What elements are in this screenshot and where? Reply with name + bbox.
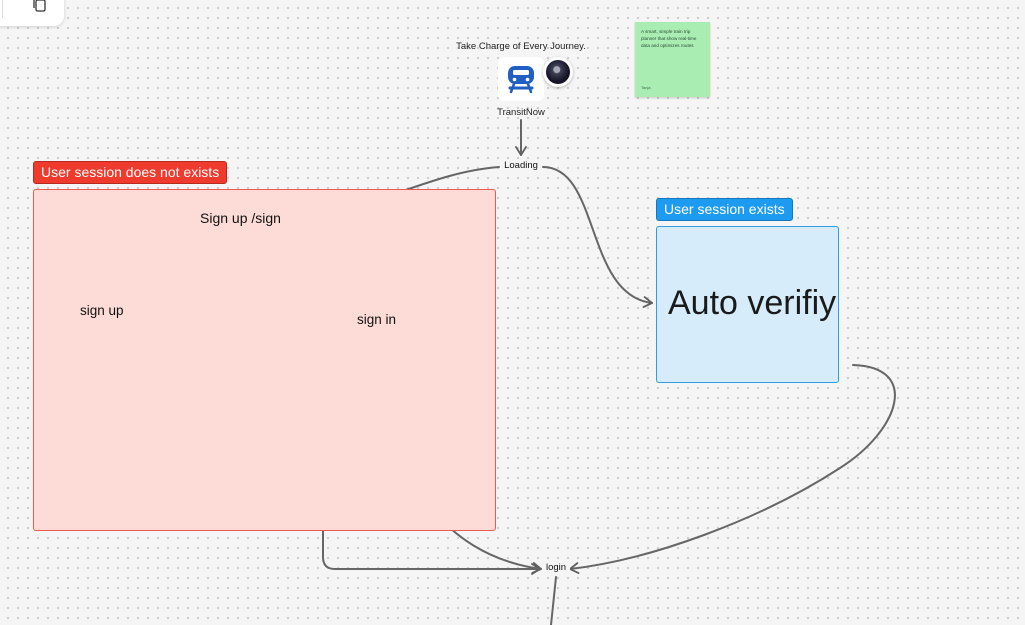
loading-node[interactable]: Loading xyxy=(500,160,542,171)
avatar-photo xyxy=(546,60,570,84)
sticky-note-author: Tanja xyxy=(641,85,651,90)
sign-in-node[interactable]: sign in xyxy=(357,312,397,327)
train-icon[interactable] xyxy=(498,57,544,101)
signup-or-signin-node[interactable]: Sign up /sign xyxy=(200,210,281,226)
sign-up-node[interactable]: sign up xyxy=(80,303,124,318)
connector-auto-verify-to-login[interactable] xyxy=(569,364,896,574)
connector-loading-to-auto-verify[interactable] xyxy=(542,166,653,308)
login-node[interactable]: login xyxy=(542,562,570,573)
canvas-toolbar xyxy=(0,0,64,26)
section-session-exists[interactable] xyxy=(656,226,839,383)
sticky-note[interactable]: A smart, simple train trip planner that … xyxy=(635,22,710,97)
connector-login-down[interactable] xyxy=(550,576,557,625)
app-name: TransitNow xyxy=(497,107,545,118)
app-tagline: Take Charge of Every Journey. xyxy=(456,41,586,52)
copy-icon[interactable] xyxy=(30,0,48,19)
section-session-exists-label[interactable]: User session exists xyxy=(656,198,793,221)
user-avatar[interactable] xyxy=(543,57,573,87)
section-no-session[interactable] xyxy=(33,189,496,531)
toolbar-divider xyxy=(2,0,3,18)
auto-verify-text[interactable]: Auto verifiy xyxy=(668,284,837,322)
sticky-note-text: A smart, simple train trip planner that … xyxy=(641,29,697,48)
section-no-session-label[interactable]: User session does not exists xyxy=(33,161,228,184)
